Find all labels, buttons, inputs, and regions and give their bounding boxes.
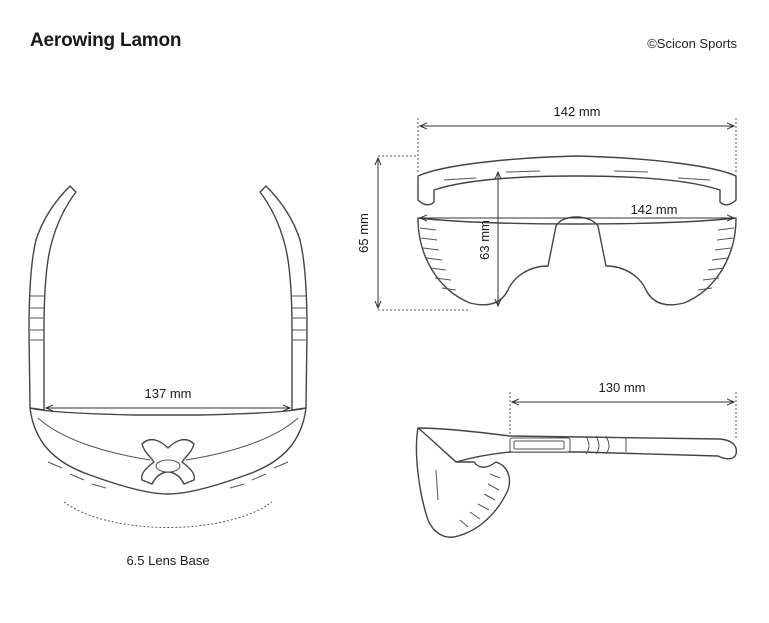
front-view: 142 mm 65 mm 63 mm 142 mm xyxy=(356,104,737,311)
temple-length-label: 130 mm xyxy=(599,380,646,395)
page-title: Aerowing Lamon xyxy=(30,30,182,51)
lens-shield xyxy=(417,216,737,306)
inner-width-label: 137 mm xyxy=(145,386,192,401)
right-temple xyxy=(259,185,308,411)
side-view: 130 mm xyxy=(415,380,738,538)
side-lens xyxy=(415,427,511,538)
frame-width-label: 142 mm xyxy=(554,104,601,119)
total-height-label: 65 mm xyxy=(356,213,371,253)
copyright-notice: ©Scicon Sports xyxy=(647,36,737,51)
side-temple xyxy=(417,427,738,463)
lens-base-curve xyxy=(63,501,273,528)
lens-width-label: 142 mm xyxy=(631,202,678,217)
top-view: 137 mm 6.5 Lens Base xyxy=(28,185,308,568)
brow-bar xyxy=(417,155,737,206)
lens-base-label: 6.5 Lens Base xyxy=(126,553,209,568)
lens-height-label: 63 mm xyxy=(477,220,492,260)
left-temple xyxy=(28,185,77,411)
